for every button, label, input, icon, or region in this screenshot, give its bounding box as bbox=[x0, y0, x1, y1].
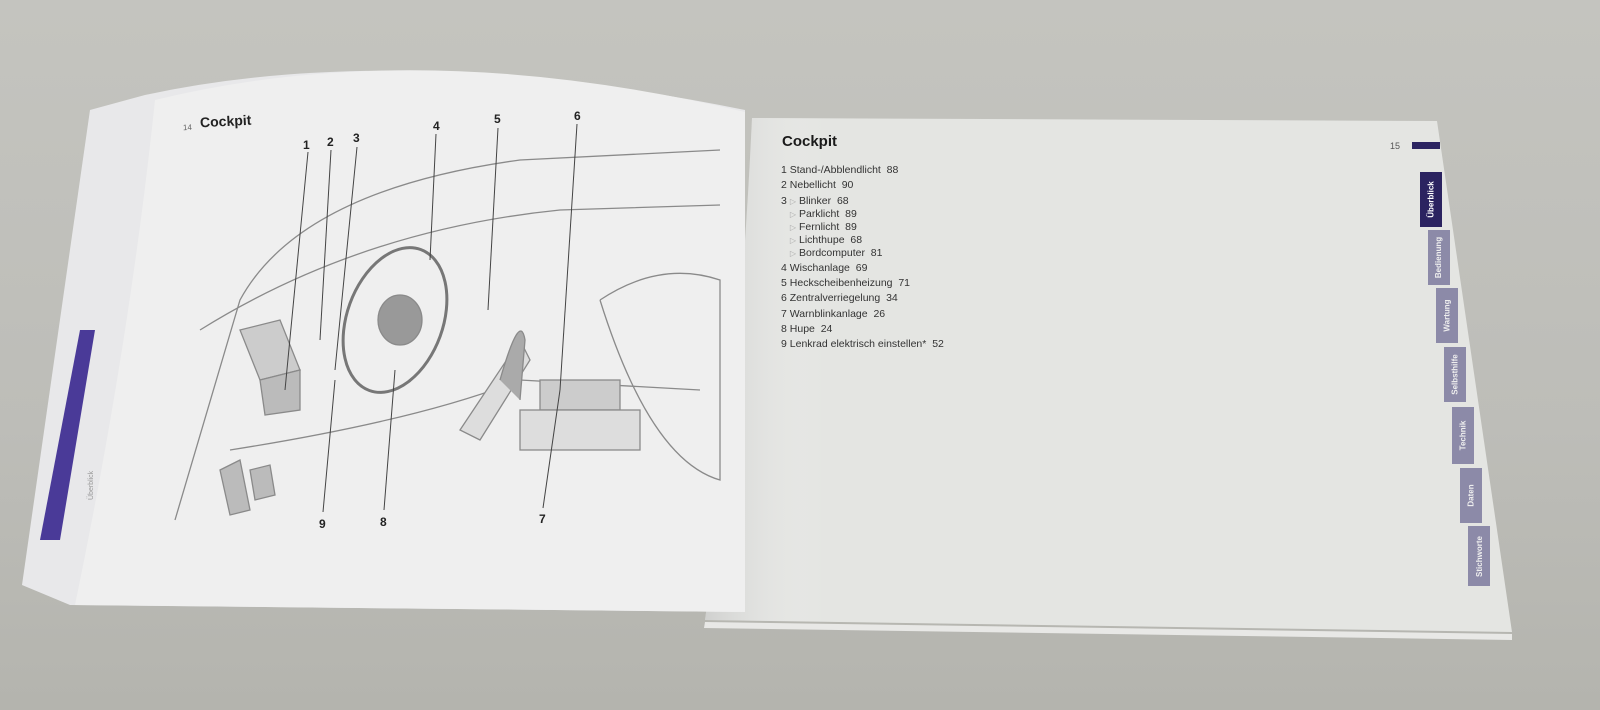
list-item: 4 Wischanlage 69 bbox=[781, 261, 868, 274]
list-item: 9 Lenkrad elektrisch einstellen* 52 bbox=[781, 338, 944, 351]
left-page-number: 14 bbox=[182, 122, 193, 133]
list-item: 1 Stand-/Abblendlicht 88 bbox=[781, 164, 899, 176]
callout-8: 8 bbox=[380, 515, 387, 529]
list-item: 3 ▷Blinker 68 ▷Parklicht 89 ▷Fernlicht 8… bbox=[781, 194, 883, 260]
left-side-label: Überblick bbox=[88, 470, 95, 500]
cockpit-index-list: 1 Stand-/Abblendlicht 88 2 Nebellicht 90… bbox=[781, 163, 944, 352]
list-item: 5 Heckscheibenheizung 71 bbox=[781, 276, 911, 289]
callout-2: 2 bbox=[327, 135, 334, 149]
page-marker-bar bbox=[1412, 142, 1440, 149]
callout-9: 9 bbox=[319, 517, 326, 531]
left-page-purple-edge bbox=[40, 330, 95, 540]
callout-5: 5 bbox=[494, 112, 501, 126]
cockpit-illustration bbox=[174, 149, 721, 521]
list-item: 7 Warnblinkanlage 26 bbox=[781, 307, 886, 320]
tab-uberblick[interactable]: Überblick bbox=[1420, 172, 1442, 227]
list-item: 8 Hupe 24 bbox=[781, 322, 833, 335]
callout-6: 6 bbox=[574, 109, 581, 123]
tab-stichworte[interactable]: Stichworte bbox=[1468, 526, 1490, 586]
triangle-icon: ▷ bbox=[789, 236, 796, 246]
tab-technik[interactable]: Technik bbox=[1452, 407, 1474, 464]
list-item: 6 Zentralverriegelung 34 bbox=[781, 292, 898, 305]
triangle-icon: ▷ bbox=[789, 249, 796, 259]
callout-4: 4 bbox=[433, 119, 440, 133]
right-page-title: Cockpit bbox=[782, 133, 838, 150]
callout-7: 7 bbox=[539, 512, 546, 526]
tab-selbsthilfe[interactable]: Selbsthilfe bbox=[1444, 347, 1466, 402]
tab-wartung[interactable]: Wartung bbox=[1436, 288, 1458, 343]
right-page-edge bbox=[704, 622, 1512, 640]
right-page-number: 15 bbox=[1390, 141, 1401, 151]
triangle-icon: ▷ bbox=[789, 223, 796, 232]
tab-bedienung[interactable]: Bedienung bbox=[1428, 230, 1450, 285]
callout-1: 1 bbox=[303, 138, 310, 152]
triangle-icon: ▷ bbox=[789, 196, 796, 206]
list-item: 2 Nebellicht 90 bbox=[781, 179, 854, 192]
callout-3: 3 bbox=[353, 131, 360, 145]
tab-daten[interactable]: Daten bbox=[1460, 468, 1482, 523]
left-page-title: Cockpit bbox=[199, 111, 252, 131]
triangle-icon: ▷ bbox=[789, 209, 796, 219]
